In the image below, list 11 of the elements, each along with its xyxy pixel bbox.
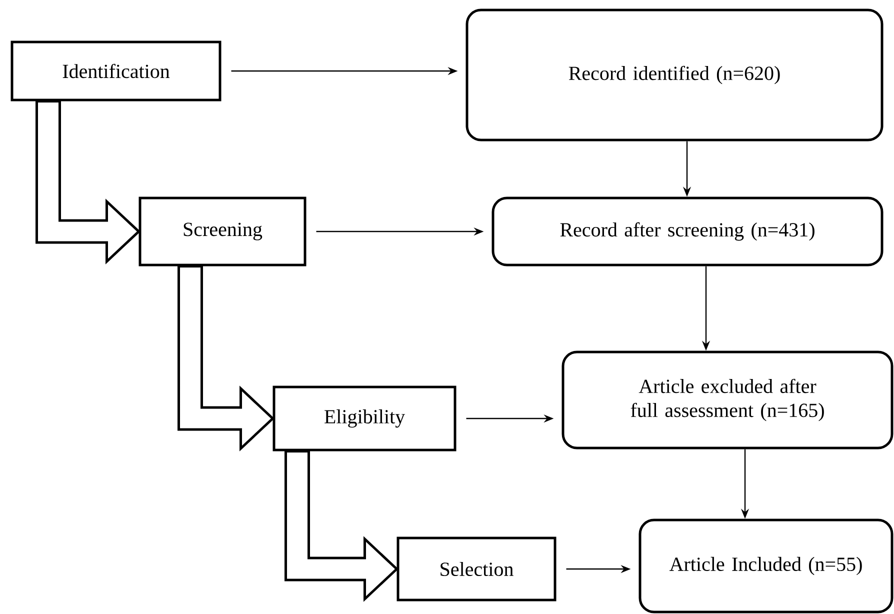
record-box: Record after screening (n=431) — [492, 196, 884, 266]
block-arrow — [284, 450, 399, 602]
record-box: Article Included (n=55) — [638, 518, 894, 614]
stage-box: Eligibility — [272, 386, 456, 452]
stage-box: Screening — [138, 196, 306, 266]
stage-box: Selection — [396, 536, 556, 602]
record-box: Record identified (n=620) — [466, 8, 884, 142]
stage-box: Identification — [10, 40, 222, 102]
block-arrow — [36, 100, 141, 264]
block-arrow — [178, 265, 275, 452]
record-box: Article excluded after full assessment (n=165) — [562, 350, 894, 450]
